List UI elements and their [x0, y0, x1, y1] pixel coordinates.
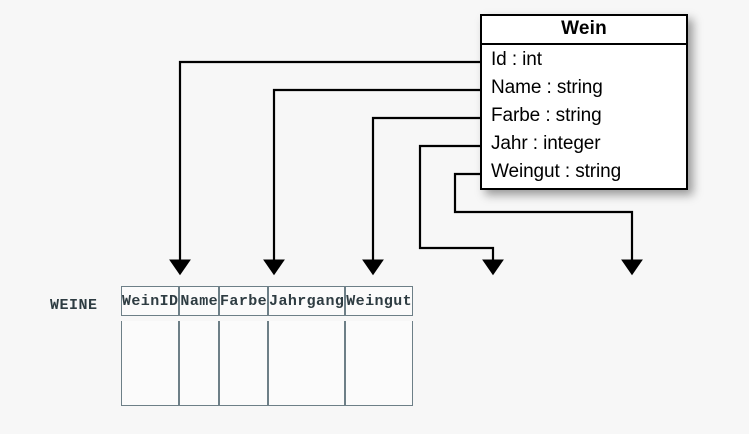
column-header-name: Name [179, 286, 220, 316]
table-cell-farbe [219, 321, 269, 406]
table-row [121, 321, 414, 406]
uml-attribute-jahr: Jahr : integer [491, 132, 601, 154]
connector-id-to-weinid [169, 60, 480, 276]
column-header-weinid: WeinID [121, 286, 180, 316]
connector-weingut-to-weingut [453, 172, 643, 276]
table-header-row: WeinID Name Farbe Jahrgang Weingut [121, 286, 414, 316]
column-header-jahrgang: Jahrgang [268, 286, 346, 316]
column-header-weingut: Weingut [345, 286, 414, 316]
uml-class-title: Wein [482, 16, 686, 45]
table-cell-weingut [345, 321, 414, 406]
relational-table-label: WEINE [50, 297, 98, 314]
uml-attribute-weingut: Weingut : string [491, 160, 622, 182]
uml-attribute-name: Name : string [491, 76, 603, 98]
uml-attribute-list: Id : int Name : string Farbe : string Ja… [482, 45, 686, 188]
connector-name-to-name [263, 88, 480, 276]
uml-class-box: Wein Id : int Name : string Farbe : stri… [480, 14, 688, 190]
table-cell-jahrgang [268, 321, 346, 406]
connector-farbe-to-farbe [362, 116, 480, 276]
connector-jahr-to-jahrgang [418, 144, 504, 276]
column-header-farbe: Farbe [219, 286, 269, 316]
table-cell-name [179, 321, 220, 406]
uml-attribute-id: Id : int [491, 48, 542, 70]
relational-table: WeinID Name Farbe Jahrgang Weingut [121, 286, 414, 406]
table-cell-weinid [121, 321, 180, 406]
uml-attribute-farbe: Farbe : string [491, 104, 602, 126]
